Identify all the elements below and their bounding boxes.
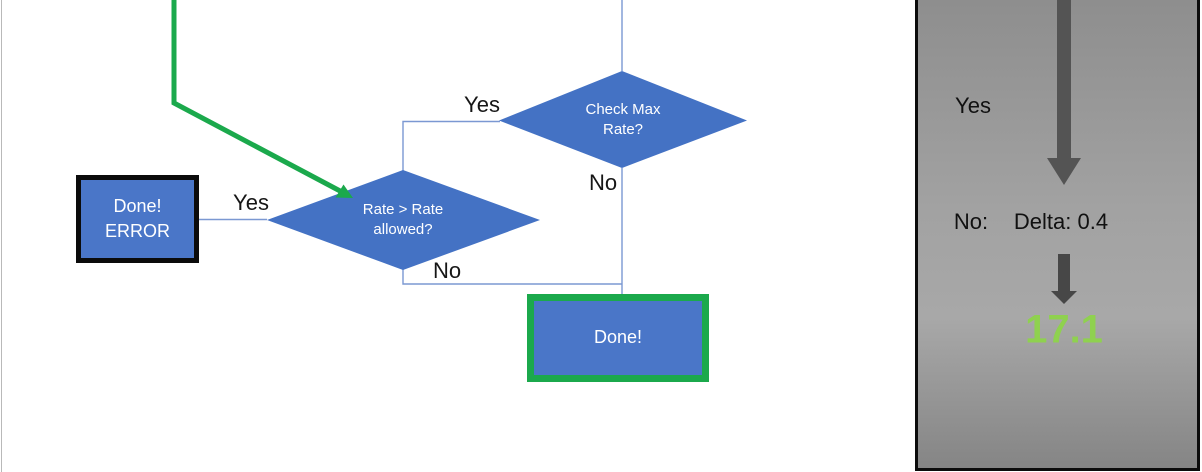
decision-diamonds xyxy=(267,71,747,270)
edge-label-rate-no: No xyxy=(432,258,462,283)
panel-delta-value: Delta: 0.4 xyxy=(1013,209,1109,234)
edge-label-rate-yes: Yes xyxy=(233,190,269,215)
rate-allowed-line2: allowed? xyxy=(373,221,433,238)
rate-allowed-line1: Rate > Rate xyxy=(362,200,444,218)
panel-result-value: 17.1 xyxy=(1025,307,1103,352)
panel-yes-label: Yes xyxy=(955,93,991,118)
done-label: Done! xyxy=(593,327,643,348)
green-highlight-path xyxy=(171,0,344,195)
status-side-panel xyxy=(915,0,1200,471)
edge-label-check-no: No xyxy=(588,170,618,195)
check-max-rate-label: Check Max Rate? xyxy=(585,100,660,141)
green-path-arrowhead-icon xyxy=(335,184,353,198)
rate-allowed-label: Rate > Rate allowed? xyxy=(363,200,443,241)
done-success-box: Done! xyxy=(527,294,709,382)
slide-edge-line xyxy=(1,0,2,472)
done-error-box: Done! ERROR xyxy=(76,175,199,263)
check-max-rate-line2: Rate? xyxy=(602,121,644,138)
done-error-line2: ERROR xyxy=(104,221,170,241)
done-error-line1: Done! xyxy=(113,195,162,216)
edge-label-check-yes: Yes xyxy=(464,92,500,117)
panel-no-label: No: xyxy=(953,209,989,234)
connector-lines xyxy=(199,0,623,294)
check-max-rate-line1: Check Max xyxy=(585,100,661,118)
